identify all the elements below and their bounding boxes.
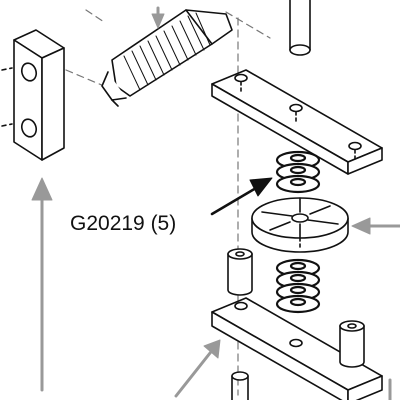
slotted-disc [251,197,349,253]
upper-spring-washers [275,150,321,194]
callout-arrow [210,177,273,216]
lower-spring-washers [275,258,321,314]
up-right-arrow-bottom [174,339,221,398]
part-number-label: G20219 (5) [70,212,177,235]
upper-plate [211,69,383,175]
left-arrow-right [351,217,400,235]
up-arrow-left [31,177,53,392]
down-arrow-top [151,6,165,29]
direction-arrows [31,6,400,400]
right-spacer [339,320,365,368]
mounting-block [1,29,65,161]
stud-threads [123,12,211,91]
bottom-pin [231,371,249,400]
top-post [289,0,311,56]
left-spacer [227,248,253,296]
lower-plate [211,297,383,400]
threaded-stud [101,9,233,107]
